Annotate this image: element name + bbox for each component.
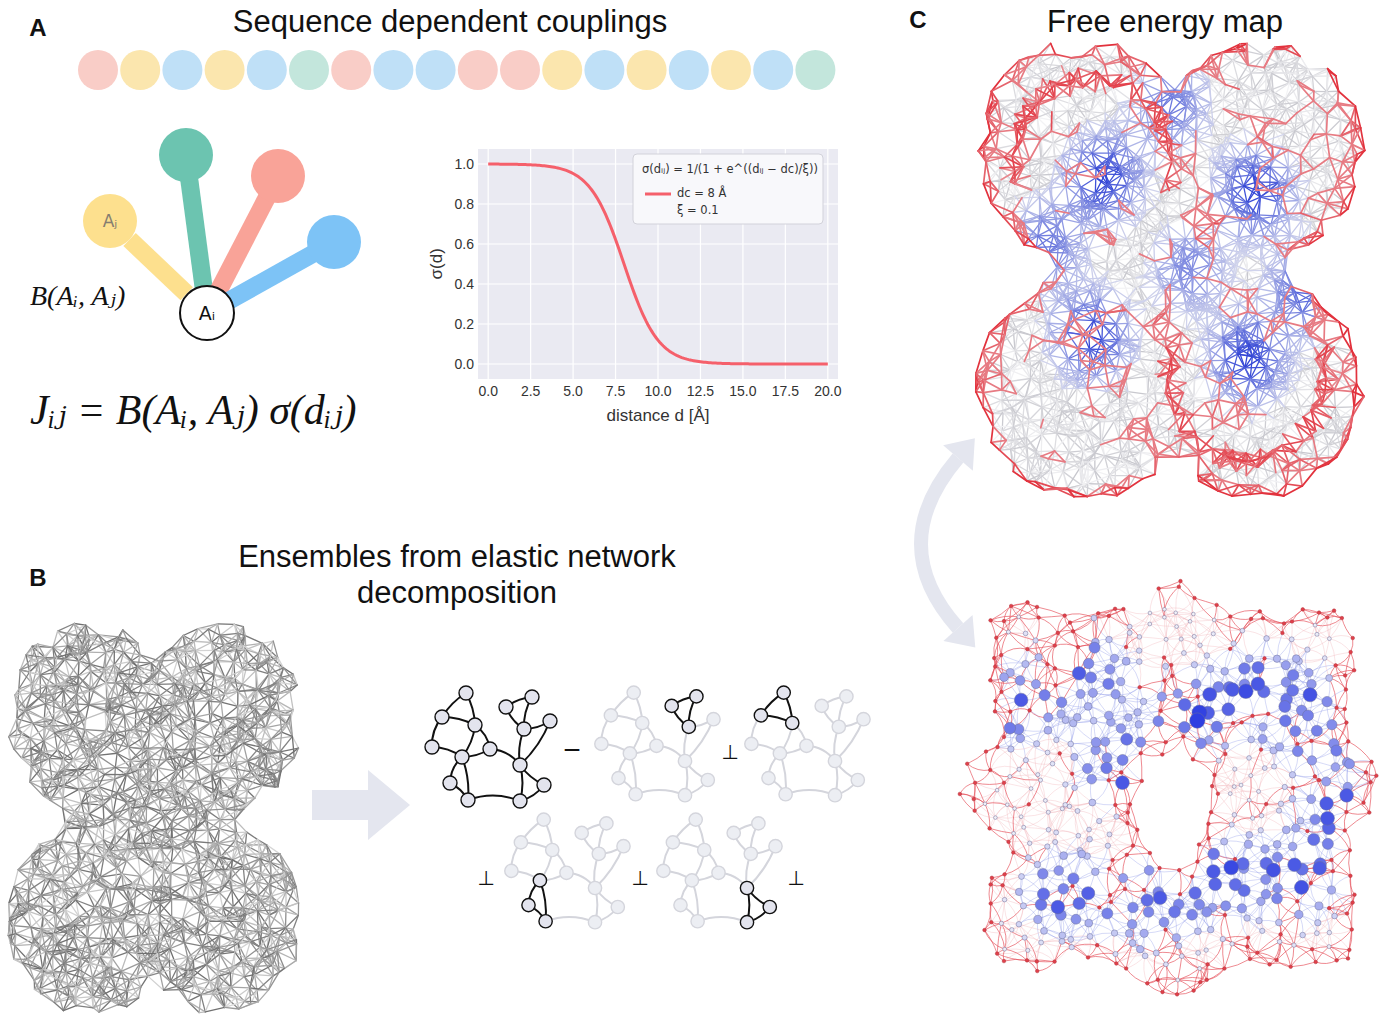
figure-canvas: ASequence dependent couplingsB(Aᵢ, Aⱼ)Jᵢ… [0,0,1400,1034]
